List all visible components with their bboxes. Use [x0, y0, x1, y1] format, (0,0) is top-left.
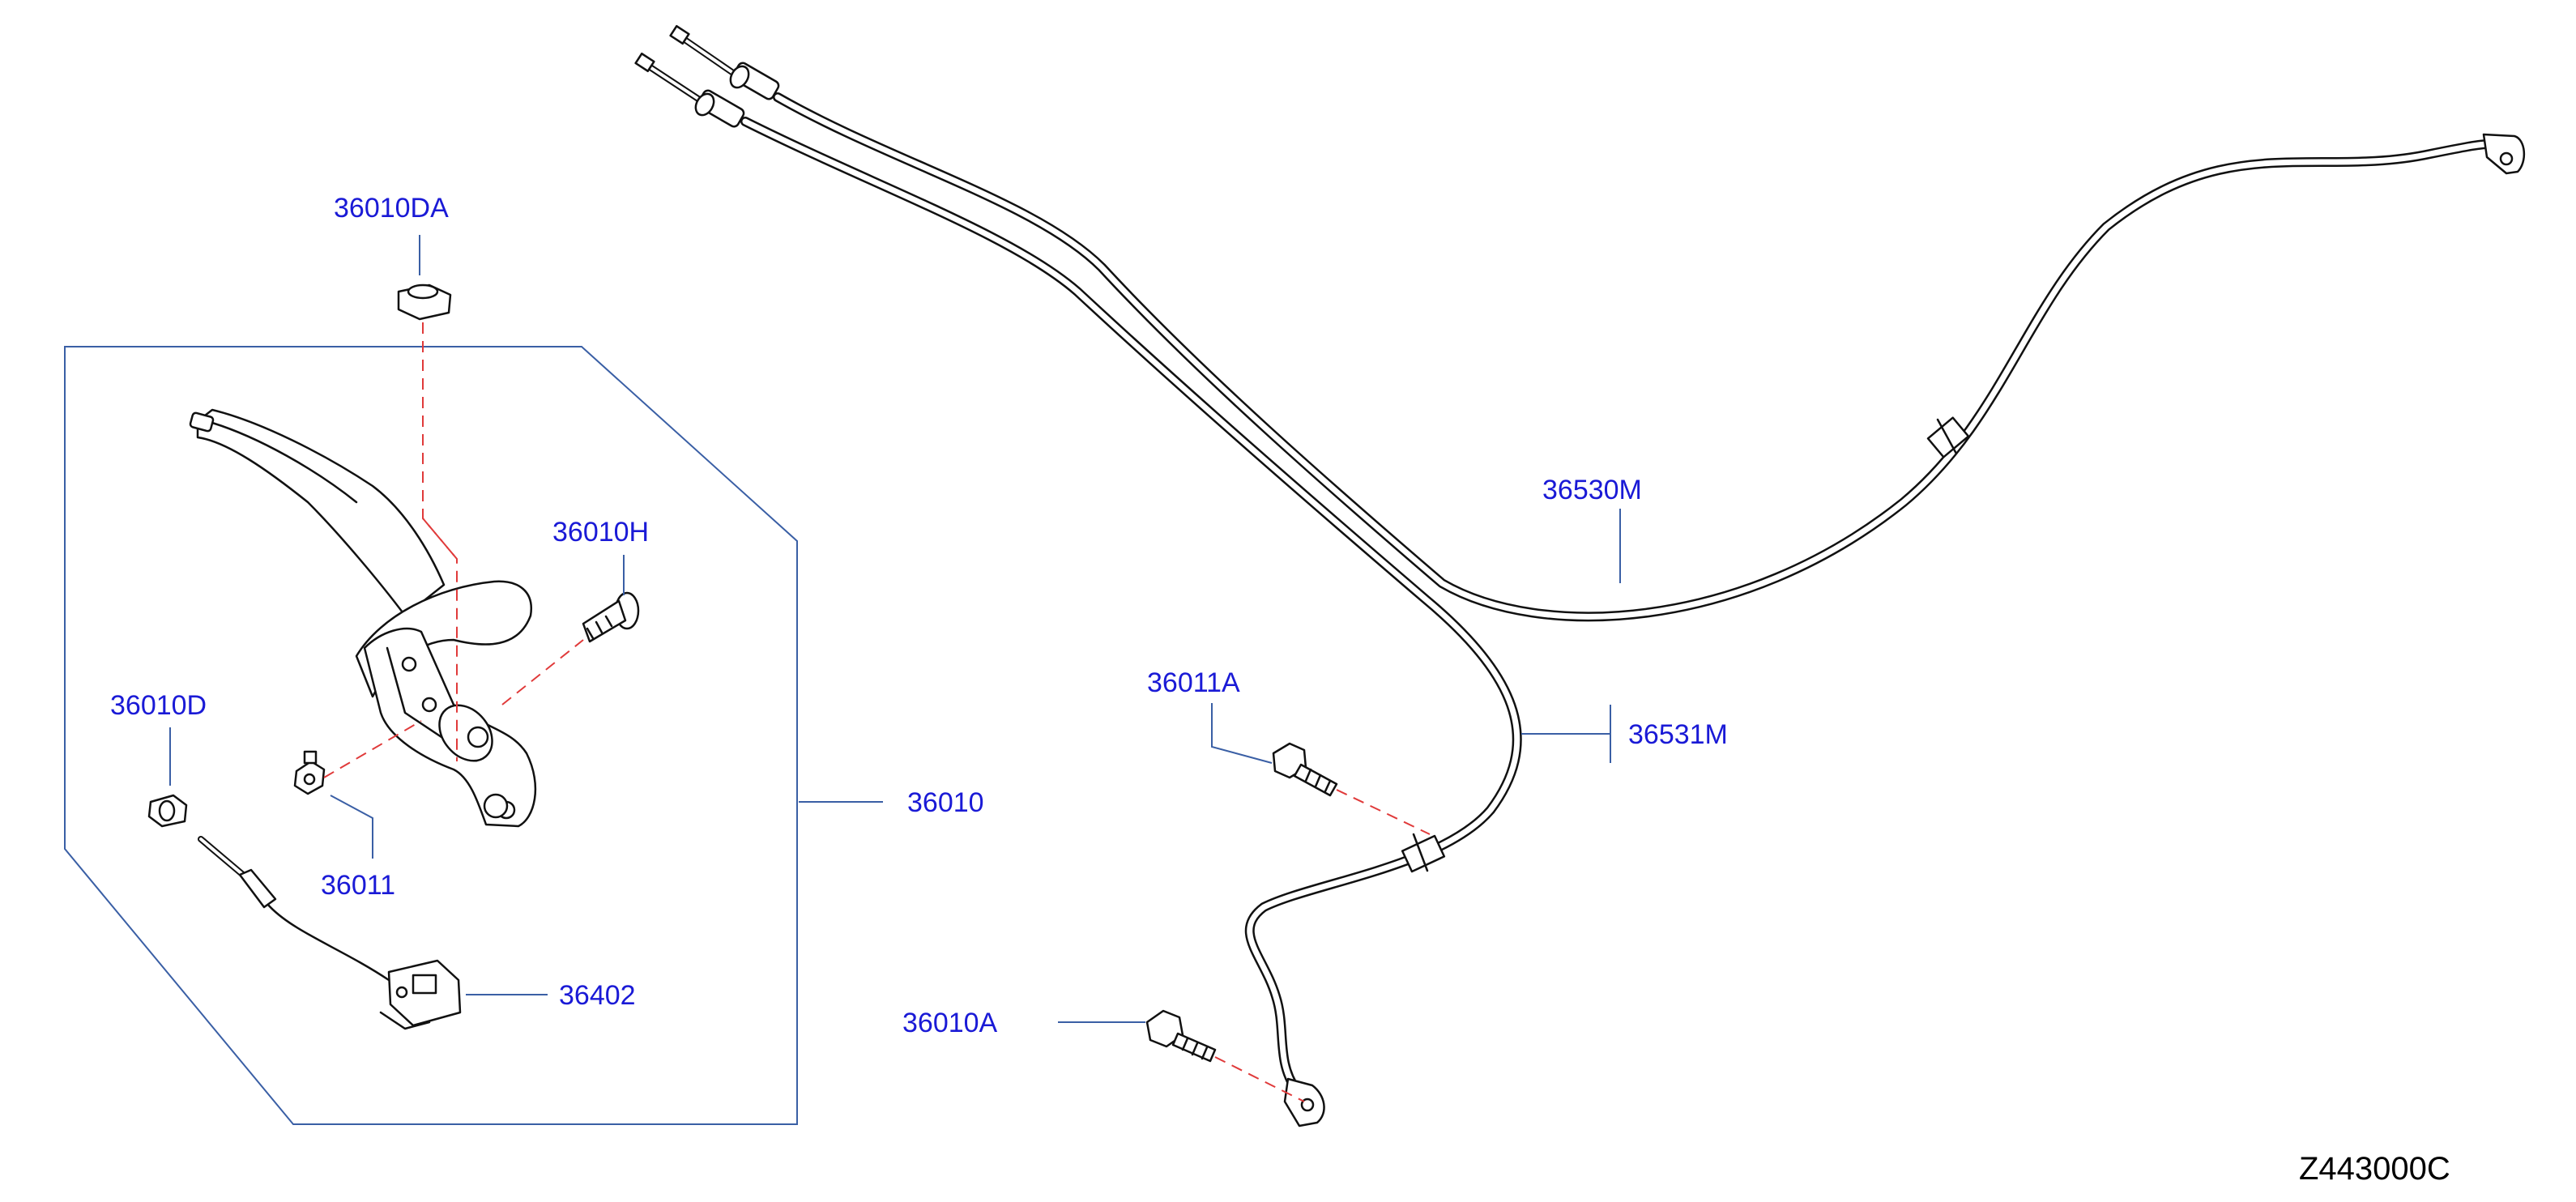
cable-end-bracket-right [2482, 133, 2525, 175]
switch-36402 [198, 836, 462, 1030]
nut-36010d [147, 794, 188, 828]
clip-36011 [293, 750, 326, 795]
label-36010h[interactable]: 36010H [552, 517, 649, 548]
label-36010[interactable]: 36010 [907, 787, 984, 818]
cable-end-bracket-lower [1283, 1077, 1325, 1127]
part-labels: 36010DA 36010H 36010D 36011 36010 36402 … [110, 193, 1728, 1038]
install-dash-lines [323, 322, 1431, 1102]
cable-end-fittings [634, 24, 780, 128]
rear-cable-36531m [740, 117, 1522, 1094]
label-36011a[interactable]: 36011A [1147, 667, 1240, 698]
rear-cable-36530m [773, 92, 2493, 622]
label-36530m[interactable]: 36530M [1542, 475, 1642, 505]
label-36531m[interactable]: 36531M [1628, 719, 1728, 750]
cable-clip-lower [1401, 833, 1446, 873]
label-36010da[interactable]: 36010DA [334, 193, 449, 224]
label-36010d[interactable]: 36010D [110, 690, 207, 721]
label-36010a[interactable]: 36010A [902, 1008, 998, 1038]
label-36011[interactable]: 36011 [321, 870, 395, 901]
bolt-36010h [582, 591, 640, 643]
diagram-code: Z443000C [2299, 1151, 2450, 1187]
cable-clip-upper [1926, 416, 1970, 458]
assembly-group-outline [64, 346, 798, 1125]
leader-lines [169, 235, 1621, 1023]
bolt-36010a [1145, 1009, 1217, 1063]
nut-36010da [397, 283, 452, 321]
bolt-36011a [1272, 742, 1338, 797]
parking-brake-lever [189, 408, 537, 828]
label-36402[interactable]: 36402 [559, 980, 636, 1011]
